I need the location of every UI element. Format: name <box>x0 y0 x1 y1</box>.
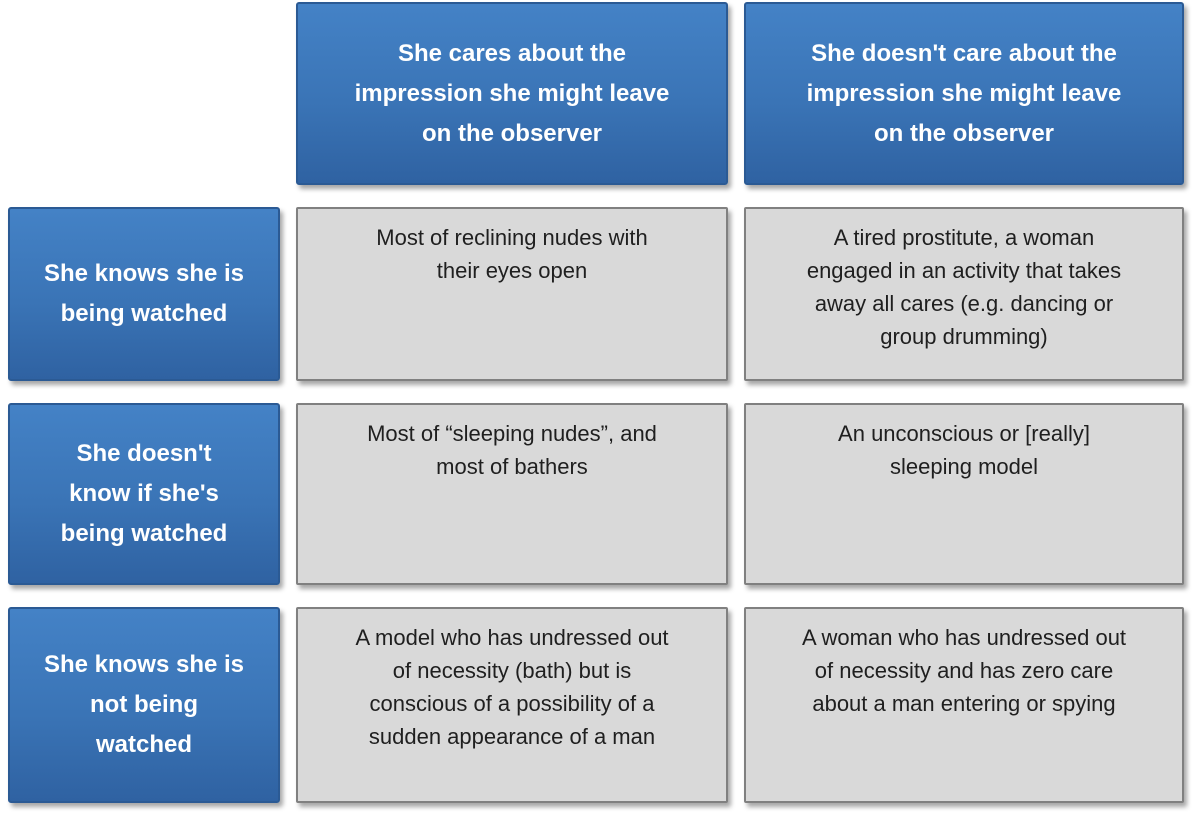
cell-r2c1: Most of “sleeping nudes”, and most of ba… <box>296 403 728 585</box>
cell-r1c1: Most of reclining nudes with their eyes … <box>296 207 728 381</box>
col-header-cares-about-impression: She cares about the impression she might… <box>296 2 728 185</box>
cell-r3c2: A woman who has undressed out of necessi… <box>744 607 1184 803</box>
cell-r2c2: An unconscious or [really] sleeping mode… <box>744 403 1184 585</box>
row-header-knows-not-being-watched: She knows she is not being watched <box>8 607 280 803</box>
corner-spacer <box>8 2 280 185</box>
row-header-label: She knows she is being watched <box>43 260 245 327</box>
matrix-grid: She cares about the impression she might… <box>8 2 1184 803</box>
cell-r1c2: A tired prostitute, a woman engaged in a… <box>744 207 1184 381</box>
row-header-label: She doesn't know if she's being watched <box>60 440 228 547</box>
row-header-doesnt-know-if-watched: She doesn't know if she's being watched <box>8 403 280 585</box>
cell-r3c1: A model who has undressed out of necessi… <box>296 607 728 803</box>
col-header-label: She cares about the impression she might… <box>354 39 670 147</box>
row-header-knows-being-watched: She knows she is being watched <box>8 207 280 381</box>
row-header-label: She knows she is not being watched <box>43 651 245 758</box>
col-header-doesnt-care-about-impression: She doesn't care about the impression sh… <box>744 2 1184 185</box>
col-header-label: She doesn't care about the impression sh… <box>806 39 1122 147</box>
